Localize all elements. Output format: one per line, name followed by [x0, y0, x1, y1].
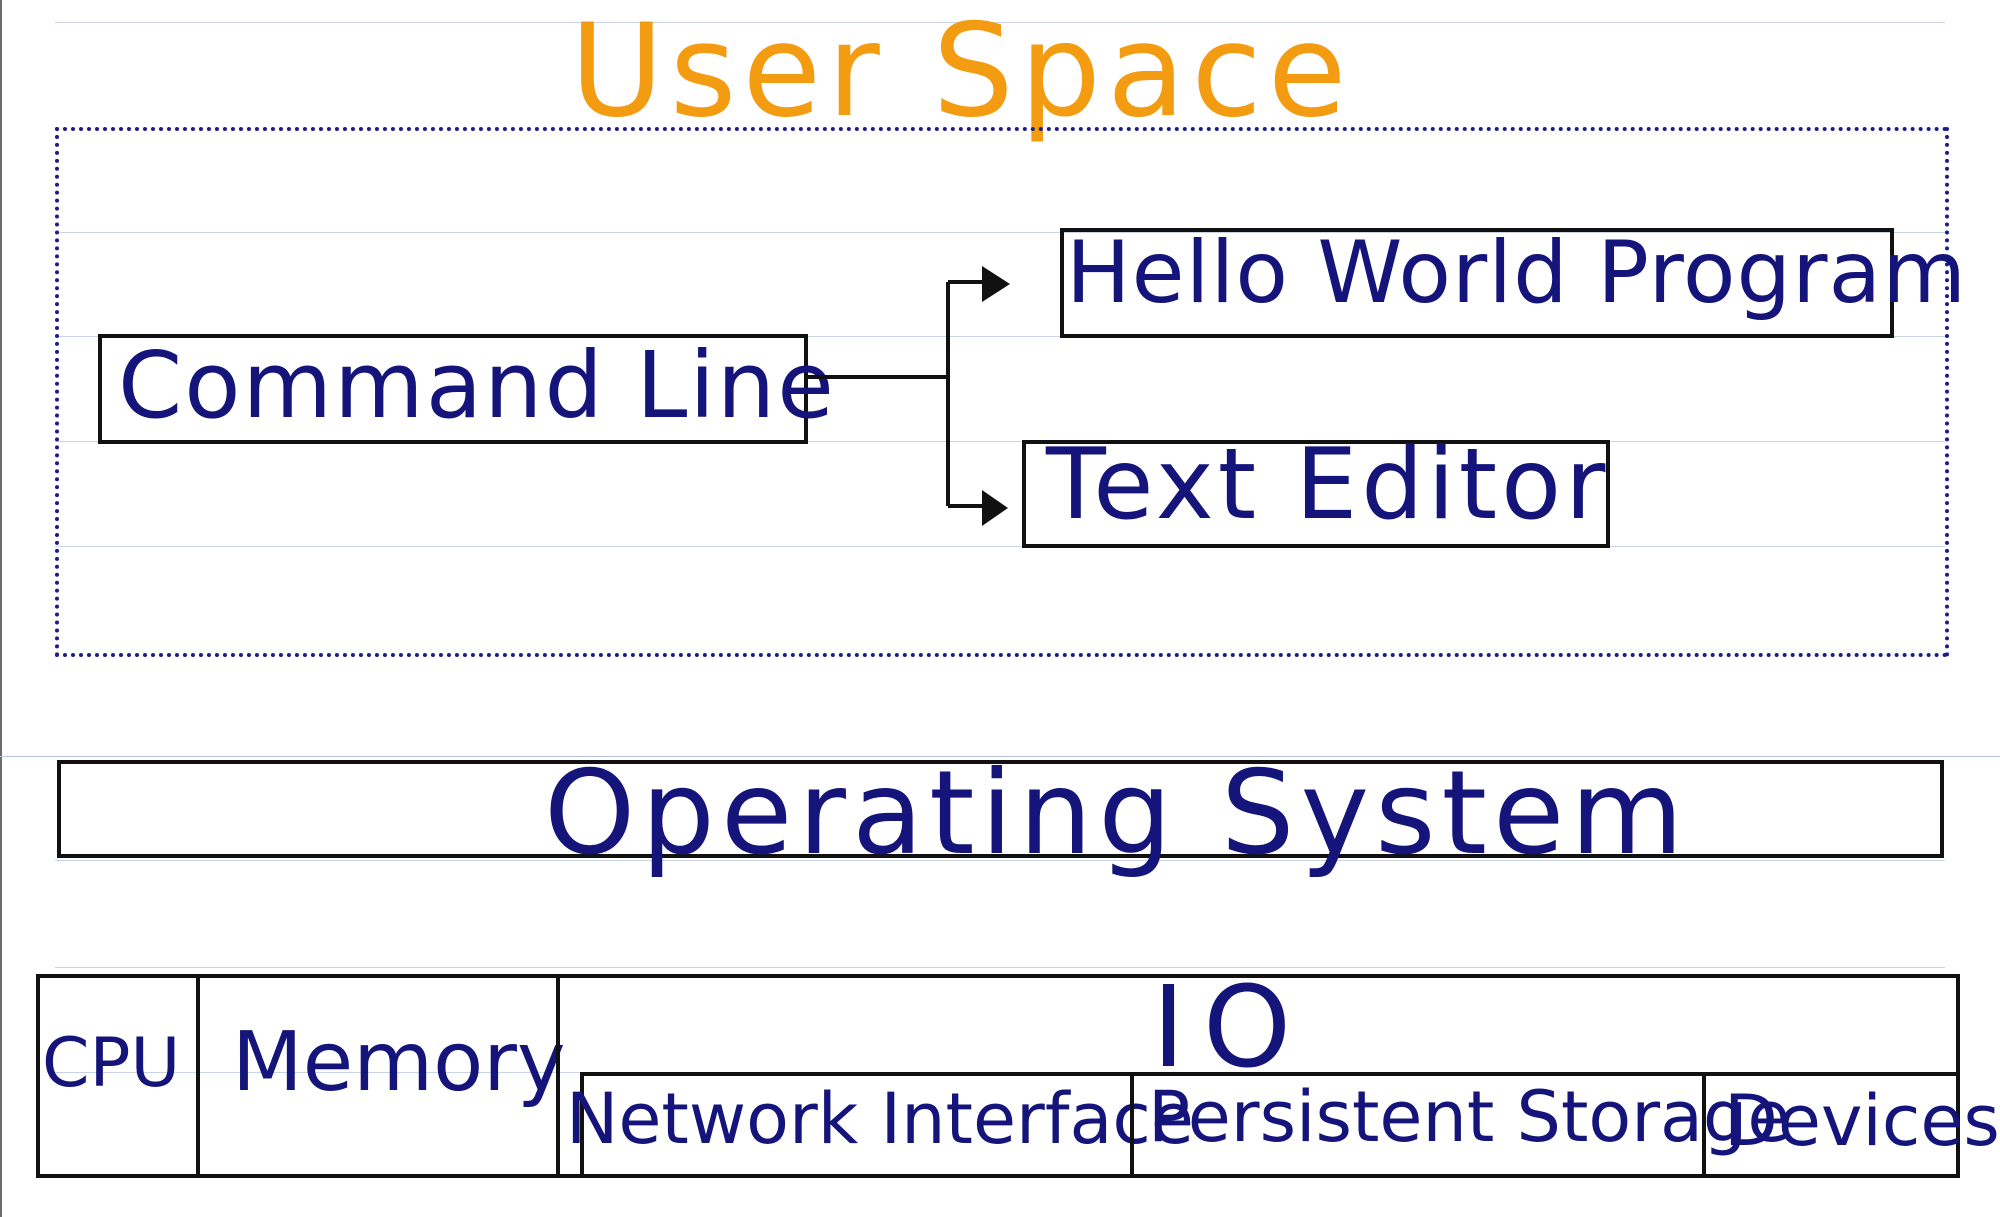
ruled-line	[55, 232, 1945, 233]
network-interface-label: Network Interface	[566, 1078, 1194, 1160]
io-label: IO	[1152, 963, 1310, 1093]
operating-system-label: Operating System	[544, 746, 1690, 881]
ruled-line	[55, 546, 1945, 547]
memory-label: Memory	[232, 1015, 566, 1110]
devices-label: Devices	[1724, 1080, 2000, 1162]
ruled-line	[55, 860, 1945, 861]
devices-cell	[1702, 1072, 1960, 1178]
text-editor-box	[1022, 440, 1610, 548]
user-space-region	[55, 127, 1949, 657]
command-line-label: Command Line	[118, 332, 836, 439]
page-left-margin	[0, 0, 2, 1217]
page-divider	[0, 756, 2000, 757]
persistent-storage-label: Persistent Storage	[1148, 1076, 1791, 1158]
operating-system-box	[57, 760, 1944, 858]
text-editor-label: Text Editor	[1046, 428, 1610, 542]
ruled-line	[55, 336, 1945, 337]
cpu-label: CPU	[42, 1024, 181, 1103]
command-line-box	[98, 334, 808, 444]
text-editor-arrowhead	[982, 490, 1008, 526]
ruled-line	[55, 967, 1945, 968]
ruled-line	[55, 22, 1945, 23]
hello-world-program-box	[1060, 228, 1894, 338]
user-space-title: User Space	[570, 0, 1353, 146]
hello-world-arrowhead	[982, 266, 1010, 302]
hello-world-program-label: Hello World Program	[1066, 223, 1967, 323]
ruled-line	[55, 441, 1945, 442]
